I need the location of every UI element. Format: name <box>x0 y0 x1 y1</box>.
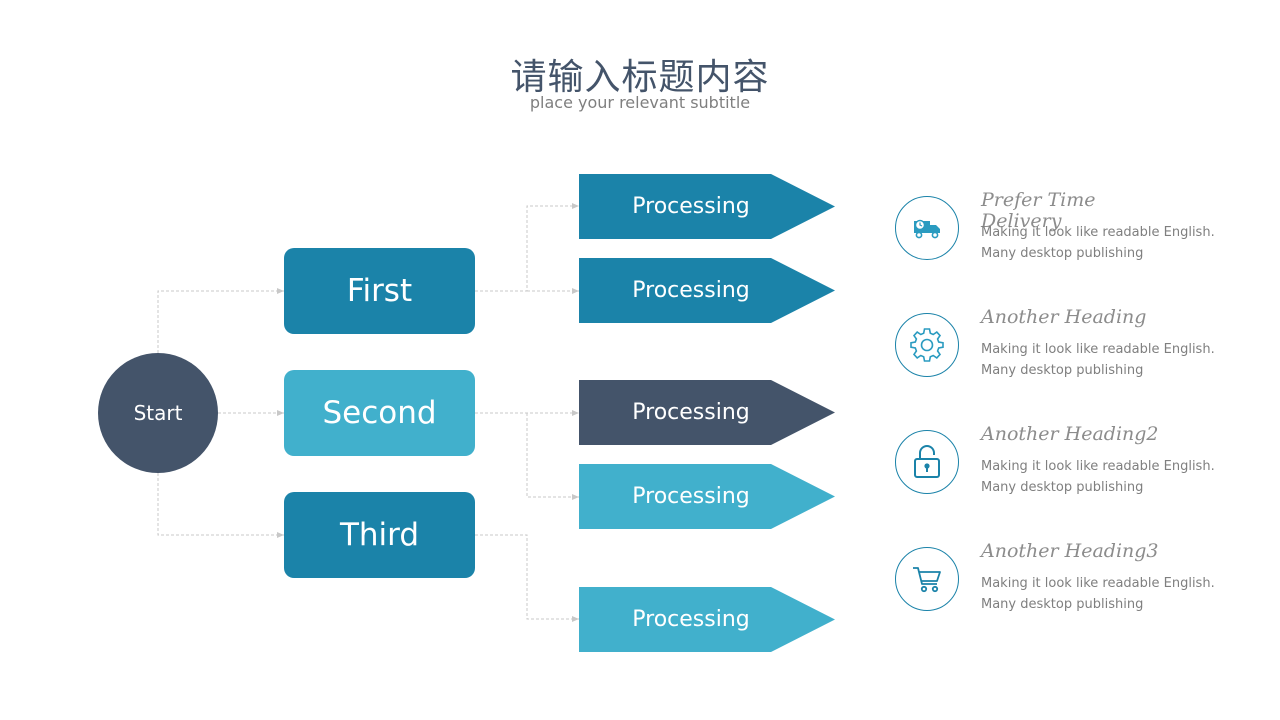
gear-icon <box>910 328 944 362</box>
branch-second: Second <box>284 370 475 456</box>
branch-third-label: Third <box>339 517 420 553</box>
branch-first-label: First <box>346 273 413 309</box>
feature-icon-ring-3 <box>895 430 959 494</box>
feature-heading-3: Another Heading2 <box>981 423 1159 445</box>
delivery-truck-icon <box>914 219 940 239</box>
shopping-cart-icon <box>913 567 941 593</box>
feature-item-3: Another Heading2 Making it look like rea… <box>895 424 1235 510</box>
connector-third-proc5 <box>475 534 579 622</box>
start-node: Start <box>98 353 218 473</box>
feature-desc-3-line1: Making it look like readable English. <box>981 459 1215 474</box>
feature-heading-4: Another Heading3 <box>981 540 1159 562</box>
feature-icon-ring-1 <box>895 196 959 260</box>
process-label-3: Processing <box>632 400 750 425</box>
feature-desc-3: Making it look like readable English. Ma… <box>981 456 1221 498</box>
process-arrow-1: Processing <box>579 174 835 239</box>
feature-icon-ring-2 <box>895 313 959 377</box>
process-arrow-5: Processing <box>579 587 835 652</box>
unlock-icon <box>914 445 940 478</box>
feature-desc-1-line1: Making it look like readable English. <box>981 225 1215 240</box>
page-subtitle: place your relevant subtitle <box>529 93 751 112</box>
feature-desc-1: Making it look like readable English. Ma… <box>981 222 1221 264</box>
feature-desc-4: Making it look like readable English. Ma… <box>981 573 1221 615</box>
feature-desc-1-line2: Many desktop publishing <box>981 246 1144 261</box>
feature-desc-4-line2: Many desktop publishing <box>981 597 1144 612</box>
feature-icon-ring-4 <box>895 547 959 611</box>
branch-second-label: Second <box>322 395 437 431</box>
process-arrow-4: Processing <box>579 464 835 529</box>
feature-item-1: Prefer Time Delivery Making it look like… <box>895 190 1235 276</box>
connector-start-third <box>157 473 284 538</box>
process-label-5: Processing <box>632 607 750 632</box>
start-label: Start <box>133 401 183 425</box>
process-arrow-2: Processing <box>579 258 835 323</box>
process-arrow-3: Processing <box>579 380 835 445</box>
connector-second-proc4 <box>526 413 579 500</box>
feature-desc-2: Making it look like readable English. Ma… <box>981 339 1221 381</box>
process-label-4: Processing <box>632 484 750 509</box>
feature-heading-2: Another Heading <box>981 306 1147 328</box>
feature-desc-3-line2: Many desktop publishing <box>981 480 1144 495</box>
feature-desc-4-line1: Making it look like readable English. <box>981 576 1215 591</box>
connector-first-proc1 <box>475 203 579 292</box>
page-title: 请输入标题内容 <box>510 57 770 98</box>
process-label-1: Processing <box>632 194 750 219</box>
connector-start-first <box>157 288 284 353</box>
feature-desc-2-line1: Making it look like readable English. <box>981 342 1215 357</box>
feature-desc-2-line2: Many desktop publishing <box>981 363 1144 378</box>
feature-heading-1: Prefer Time Delivery <box>981 189 1096 232</box>
process-label-2: Processing <box>632 278 750 303</box>
feature-item-4: Another Heading3 Making it look like rea… <box>895 541 1235 627</box>
branch-first: First <box>284 248 475 334</box>
branch-third: Third <box>284 492 475 578</box>
feature-item-2: Another Heading Making it look like read… <box>895 307 1235 393</box>
